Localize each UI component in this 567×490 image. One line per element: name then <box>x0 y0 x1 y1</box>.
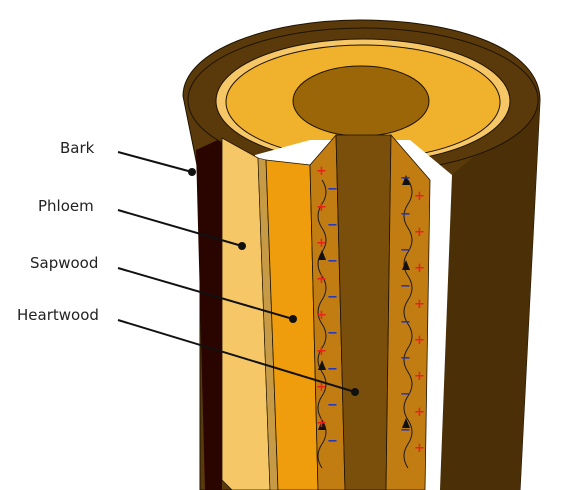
positive-charge: + <box>414 297 425 312</box>
positive-charge: + <box>414 333 425 348</box>
heartwood-dot <box>351 388 359 396</box>
positive-charge: + <box>316 164 327 179</box>
flow-arrow <box>402 175 410 185</box>
negative-charge: − <box>400 243 411 258</box>
negative-charge: − <box>400 279 411 294</box>
heartwood-label: Heartwood <box>17 306 99 324</box>
positive-charge: + <box>414 405 425 420</box>
cambium-line <box>257 157 279 490</box>
negative-charge: − <box>327 218 338 233</box>
negative-charge: − <box>327 398 338 413</box>
leader-lines <box>117 151 356 393</box>
negative-charge: − <box>327 326 338 341</box>
phloem-dot <box>238 242 246 250</box>
phloem-label: Phloem <box>38 197 94 215</box>
flow-arrow <box>402 418 410 428</box>
positive-charge: + <box>316 380 327 395</box>
charge-signs: +−+−+−+−+−+−+−+−−+−+−+−+−+−+−+−+ <box>316 164 425 456</box>
negative-charge: − <box>327 362 338 377</box>
sapwood-layer <box>265 159 319 490</box>
positive-charge: + <box>316 308 327 323</box>
positive-charge: + <box>414 441 425 456</box>
heartwood-leader <box>117 319 356 393</box>
sapwood-leader <box>117 267 294 320</box>
positive-charge: + <box>414 225 425 240</box>
positive-charge: + <box>414 369 425 384</box>
flow-arrow <box>402 260 410 270</box>
negative-charge: − <box>400 423 411 438</box>
positive-charge: + <box>316 344 327 359</box>
cut-face-right <box>385 133 431 490</box>
positive-charge: + <box>414 261 425 276</box>
positive-charge: + <box>316 236 327 251</box>
bark-inner-left <box>196 138 222 490</box>
negative-charge: − <box>400 171 411 186</box>
sapwood-label: Sapwood <box>30 254 98 272</box>
flow-arrow <box>318 360 326 370</box>
bark-leader <box>117 151 193 173</box>
positive-charge: + <box>316 416 327 431</box>
bark-right-shade <box>440 100 540 490</box>
negative-charge: − <box>400 207 411 222</box>
negative-charge: − <box>327 434 338 449</box>
heartwood-layer <box>335 134 392 490</box>
flow-arrows <box>318 175 410 430</box>
flow-arrow <box>318 420 326 430</box>
positive-charge: + <box>316 272 327 287</box>
positive-charge: + <box>414 189 425 204</box>
positive-charge: + <box>316 200 327 215</box>
negative-charge: − <box>400 387 411 402</box>
flow-line-right <box>403 179 413 469</box>
negative-charge: − <box>327 182 338 197</box>
bark-dot <box>188 168 196 176</box>
heartwood-top-ring <box>292 65 430 137</box>
phloem-layer <box>221 137 271 490</box>
phloem-leader <box>117 209 243 247</box>
negative-charge: − <box>327 254 338 269</box>
negative-charge: − <box>400 351 411 366</box>
cutaway <box>221 133 452 490</box>
negative-charge: − <box>400 315 411 330</box>
bark-label: Bark <box>60 139 95 157</box>
leader-dots <box>188 168 359 396</box>
flow-arrow <box>318 250 326 260</box>
negative-charge: − <box>327 290 338 305</box>
sapwood-dot <box>289 315 297 323</box>
